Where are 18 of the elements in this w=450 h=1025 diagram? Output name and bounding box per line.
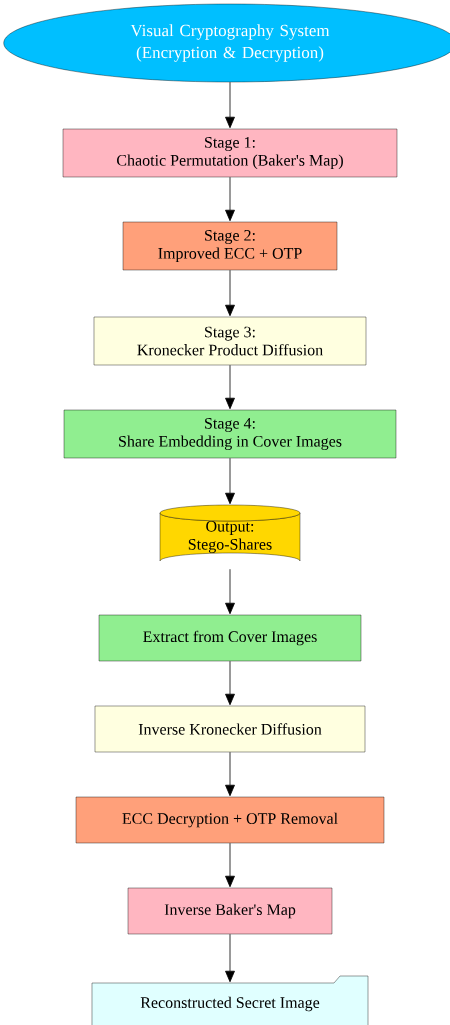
arrow — [225, 568, 235, 615]
arrow — [225, 933, 235, 983]
process-box: Stage 3: Kronecker Product Diffusion — [93, 316, 367, 366]
arrow — [225, 269, 235, 317]
arrow — [225, 751, 235, 797]
process-box: ECC Decryption + OTP Removal — [75, 796, 385, 844]
arrow — [225, 842, 235, 888]
process-box: Inverse Kronecker Diffusion — [94, 705, 366, 753]
process-box: Stage 1: Chaotic Permutation (Baker's Map) — [62, 128, 398, 178]
arrow — [225, 81, 235, 129]
arrow — [225, 457, 235, 505]
process-box: Extract from Cover Images — [98, 614, 362, 662]
arrow — [225, 364, 235, 410]
process-box: Inverse Baker's Map — [127, 887, 333, 935]
arrow — [225, 660, 235, 706]
process-box: Stage 2: Improved ECC + OTP — [122, 221, 338, 271]
arrow — [225, 176, 235, 222]
process-box: Stage 4: Share Embedding in Cover Images — [63, 409, 397, 459]
